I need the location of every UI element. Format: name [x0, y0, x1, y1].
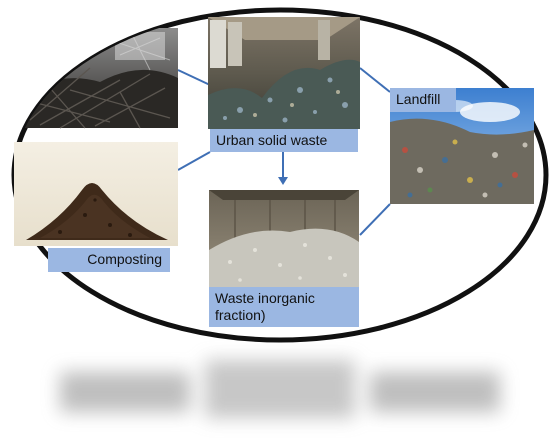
connector-urban-landfill — [359, 67, 391, 93]
connector-metal-urban — [177, 69, 211, 86]
waste-facility-photo — [208, 17, 360, 129]
connectors — [177, 67, 391, 236]
inorganic-fraction-label: Waste inorganic fraction) — [209, 287, 359, 327]
scrap-metal-photo — [20, 28, 178, 129]
landfill-photo — [390, 88, 534, 204]
composting-label: Composting — [48, 248, 170, 272]
arrowhead-down — [278, 177, 288, 185]
inorganic-waste-photo — [209, 190, 359, 288]
connector-inorganic-landfill — [359, 203, 391, 236]
reflection-shadows — [60, 360, 500, 418]
connector-urban-compost — [177, 151, 211, 171]
urban-solid-waste-label: Urban solid waste — [210, 129, 358, 152]
landfill-label: Landfill — [390, 88, 456, 112]
compost-pile-photo — [14, 142, 178, 246]
